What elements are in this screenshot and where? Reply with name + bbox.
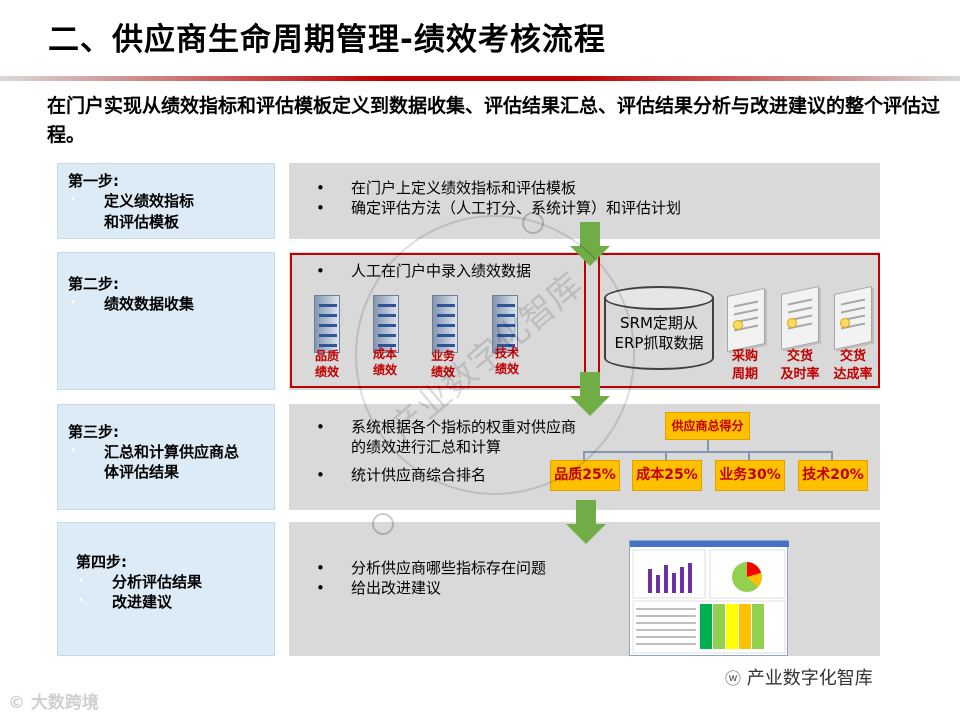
paper-label-delivery-on-time: 交货及时率 bbox=[780, 349, 820, 382]
step-4-title: 第四步: bbox=[76, 553, 127, 571]
step-3-line-2: 体评估结果 bbox=[104, 463, 180, 481]
certificate-icon bbox=[727, 287, 765, 353]
flow-arrow-down-icon bbox=[566, 500, 606, 544]
score-child-business: 业务30% bbox=[715, 460, 785, 491]
score-child-cost: 成本25% bbox=[632, 460, 702, 491]
ribbon-icon bbox=[787, 318, 797, 328]
step-3-box: 第三步: • 汇总和计算供应商总 体评估结果 bbox=[57, 404, 275, 510]
step-4-bullet-2: 给出改进建议 bbox=[316, 578, 616, 598]
title-divider bbox=[0, 76, 960, 81]
certificate-icon bbox=[781, 285, 819, 351]
step-1-title: 第一步: bbox=[68, 172, 119, 190]
step-1-bullet-1: 在门户上定义绩效指标和评估模板 bbox=[316, 178, 876, 198]
tree-connector bbox=[665, 451, 667, 460]
srm-label: SRM定期从 ERP抓取数据 bbox=[614, 314, 704, 352]
step-1-bullet-2: 确定评估方法（人工打分、系统计算）和评估计划 bbox=[316, 198, 876, 218]
doc-label-quality: 品质绩效 bbox=[314, 349, 339, 379]
step-2-title: 第二步: bbox=[68, 275, 119, 293]
watermark-brand: © 大数跨境 bbox=[8, 693, 99, 713]
step-4-box: 第四步: • • 分析评估结果 改进建议 bbox=[57, 522, 275, 656]
step-1-line-2: 和评估模板 bbox=[104, 213, 180, 231]
brand-logo-icon: © bbox=[8, 693, 25, 713]
step-4-line-1: 分析评估结果 bbox=[112, 573, 203, 591]
tree-connector bbox=[831, 451, 833, 460]
step-1-box: 第一步: • 定义绩效指标 和评估模板 bbox=[57, 163, 275, 239]
tree-connector bbox=[583, 451, 833, 453]
step-2-box: 第二步: • 绩效数据收集 bbox=[57, 252, 275, 390]
ribbon-icon bbox=[840, 318, 850, 328]
page-title: 二、供应商生命周期管理-绩效考核流程 bbox=[48, 22, 606, 58]
ribbon-icon bbox=[733, 320, 743, 330]
watermark-stamp bbox=[355, 215, 635, 495]
step-4-bullet-1: 分析供应商哪些指标存在问题 bbox=[316, 558, 616, 578]
intro-text: 在门户实现从绩效指标和评估模板定义到数据收集、评估结果汇总、评估结果分析与改进建… bbox=[47, 95, 941, 146]
watermark-wechat: ⓦ 产业数字化智库 bbox=[725, 668, 873, 689]
paper-label-procurement: 采购周期 bbox=[731, 349, 758, 382]
score-root: 供应商总得分 bbox=[665, 412, 750, 440]
step-3-title: 第三步: bbox=[68, 423, 119, 441]
step-2-line-1: 绩效数据收集 bbox=[104, 295, 195, 313]
certificate-icon bbox=[834, 285, 872, 351]
step-4-line-2: 改进建议 bbox=[112, 593, 173, 611]
report-screenshot-image bbox=[629, 540, 789, 656]
tree-connector bbox=[707, 440, 709, 452]
step-1-line-1: 定义绩效指标 bbox=[104, 192, 195, 210]
step-3-line-1: 汇总和计算供应商总 bbox=[104, 443, 240, 461]
score-child-tech: 技术20% bbox=[798, 460, 868, 491]
report-thumbnail-graphic bbox=[630, 541, 789, 654]
document-icon bbox=[314, 295, 340, 353]
tree-connector bbox=[748, 451, 750, 460]
wechat-icon: ⓦ bbox=[725, 669, 742, 688]
step-1-bullets: 在门户上定义绩效指标和评估模板 确定评估方法（人工打分、系统计算）和评估计划 bbox=[316, 178, 876, 218]
paper-label-delivery-rate: 交货达成率 bbox=[833, 349, 873, 382]
step-4-bullets: 分析供应商哪些指标存在问题 给出改进建议 bbox=[316, 558, 616, 598]
